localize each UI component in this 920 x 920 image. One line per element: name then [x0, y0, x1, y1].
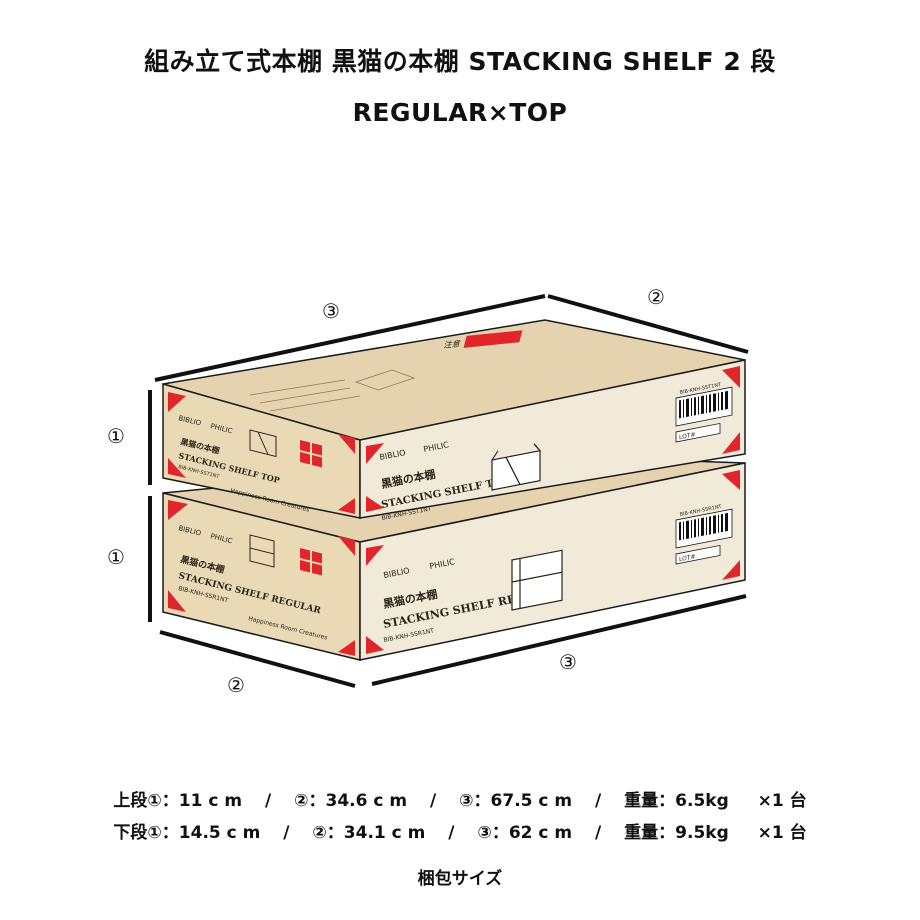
top-lid-label: 注意 — [443, 330, 523, 350]
dim-label-height-top: ① — [107, 424, 125, 448]
top-lid-print — [249, 369, 416, 412]
top-side-shelf-icon — [249, 429, 277, 458]
top-care-icons — [300, 440, 322, 468]
bottom-lot-label: LOT# — [679, 553, 696, 563]
bottom-carton: BIBLIO PHILIC 黒猫の本棚 STACKING SHELF REGUL… — [162, 455, 746, 661]
dim-line-depth-bottom — [159, 630, 356, 688]
bottom-care-icons — [300, 548, 322, 576]
dimension-labels: ③ ② ① ① ② ③ — [107, 285, 665, 697]
bottom-barcode: LOT# — [675, 508, 733, 565]
dim-label-width-bottom: ③ — [559, 650, 577, 674]
top-barcode: LOT# — [675, 386, 733, 443]
dim-label-height-bottom: ① — [107, 545, 125, 569]
spec-row-bottom: 下段①：14.5 c m / ②：34.1 c m / ③：62 c m / 重… — [113, 823, 807, 843]
bottom-front-shelf-icon — [511, 549, 563, 611]
dim-line-width-top — [154, 294, 546, 382]
top-front-shelf-icon — [491, 443, 541, 491]
product-title: 組み立て式本棚 黒猫の本棚 STACKING SHELF 2 段 — [144, 47, 776, 76]
dim-label-depth-bottom: ② — [227, 673, 245, 697]
package-size-caption: 梱包サイズ — [417, 869, 503, 889]
dim-line-width-bottom — [371, 594, 747, 686]
spec-row-top: 上段①：11 c m / ②：34.6 c m / ③：67.5 c m / 重… — [113, 791, 807, 811]
dimension-lines — [148, 294, 749, 688]
top-lot-label: LOT# — [679, 431, 696, 441]
dim-label-depth-top: ② — [647, 285, 665, 309]
dim-line-depth-top — [547, 294, 749, 354]
top-carton: 注意 BIBLIO PHILIC 黒猫の本棚 STACKING SHELF TO… — [162, 319, 746, 522]
dim-label-width-top: ③ — [322, 299, 340, 323]
top-lid-caution: 注意 — [443, 339, 462, 350]
product-subtitle: REGULAR×TOP — [352, 98, 568, 127]
bottom-side-shelf-icon — [249, 534, 275, 568]
